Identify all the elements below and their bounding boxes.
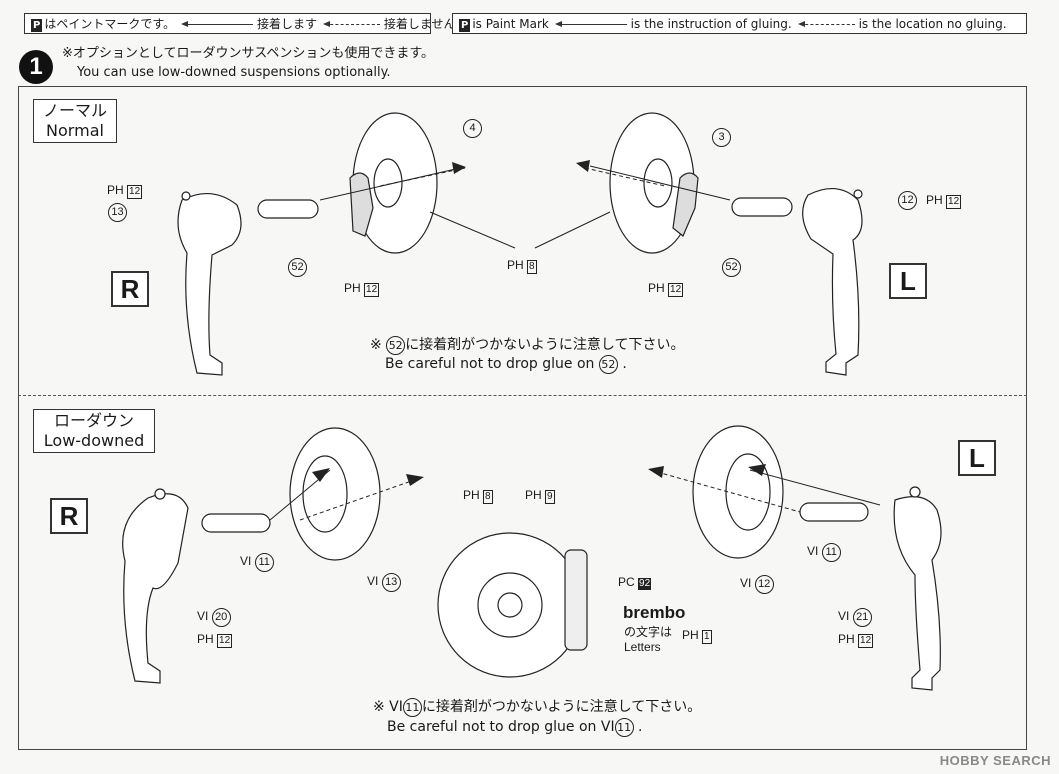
- label-part-13: 13: [108, 203, 127, 222]
- step-number: 1: [19, 50, 53, 84]
- label-vi21: VI 21: [838, 608, 872, 627]
- glue-arrow-icon: [554, 21, 627, 27]
- label-pc92: PC 92: [618, 575, 652, 590]
- watermark: HOBBY SEARCH: [939, 753, 1051, 768]
- label-vi20: VI 20: [197, 608, 231, 627]
- knuckle-right-normal: [177, 191, 319, 376]
- label-ph12-caliper-left-side: PH 12: [648, 281, 684, 297]
- paint-mark-icon: P: [31, 19, 43, 32]
- label-vi11-left: VI 11: [240, 553, 274, 572]
- label-ph12-normal-right-top: PH 12: [107, 183, 143, 199]
- label-ph12-lowdown-left: PH 12: [838, 632, 874, 648]
- rotor-left-lowdown: [692, 425, 784, 559]
- legend-noglue-text-jp: 接着しません: [383, 17, 456, 31]
- section-label-normal-en: Normal: [46, 121, 104, 140]
- legend-noglue-text-en: is the location no gluing.: [858, 17, 1007, 31]
- label-ph9: PH 9: [525, 488, 555, 504]
- label-part-4: 4: [463, 119, 482, 138]
- side-l-lowdown: L: [958, 440, 996, 476]
- legend-paint-text-jp: はペイントマークです。: [44, 17, 176, 31]
- section-divider: [18, 395, 1027, 396]
- label-ph12-normal-left-top: PH 12: [926, 193, 962, 209]
- side-r-normal: R: [111, 271, 149, 307]
- label-part-12: 12: [898, 191, 917, 210]
- label-ph8-normal: PH 8: [507, 258, 537, 274]
- label-vi11-right: VI 11: [807, 543, 841, 562]
- instruction-frame: [18, 86, 1027, 750]
- section-label-lowdown-en: Low-downed: [43, 431, 145, 450]
- no-glue-arrow-icon: [322, 21, 380, 27]
- side-r-lowdown: R: [50, 498, 88, 534]
- label-ph1: PH 1: [682, 628, 712, 644]
- section-label-normal-jp: ノーマル: [42, 101, 107, 120]
- legend-paint-text-en: is Paint Mark: [472, 17, 549, 31]
- label-ph12-caliper-right-side: PH 12: [344, 281, 380, 297]
- paint-mark-icon: P: [459, 19, 471, 32]
- step-note-jp: ※オプションとしてローダウンサスペンションも使用できます。: [62, 46, 435, 61]
- label-vi13: VI 13: [367, 573, 401, 592]
- section-label-normal: ノーマル Normal: [33, 99, 117, 143]
- no-glue-arrow-icon: [797, 21, 855, 27]
- brembo-logo: brembo: [623, 603, 686, 622]
- knuckle-left-lowdown: [799, 486, 942, 691]
- label-ph8-lowdown: PH 8: [463, 488, 493, 504]
- legend-glue-text-jp: 接着します: [256, 17, 317, 31]
- label-part-3: 3: [712, 128, 731, 147]
- knuckle-left-normal: [731, 188, 863, 376]
- label-part-52-right: 52: [722, 258, 741, 277]
- section-label-lowdown: ローダウン Low-downed: [33, 409, 155, 453]
- rotor-left-normal: [609, 112, 699, 254]
- brembo-note-en: Letters: [624, 640, 661, 654]
- knuckle-right-lowdown: [122, 488, 271, 684]
- label-ph12-lowdown-right: PH 12: [197, 632, 233, 648]
- glue-arrow-icon: [180, 21, 253, 27]
- rotor-right-lowdown: [289, 427, 381, 561]
- brembo-note-jp: の文字は: [624, 625, 673, 639]
- brembo-rotor-detail: [437, 532, 588, 678]
- legend-glue-text-en: is the instruction of gluing.: [630, 17, 792, 31]
- label-vi12: VI 12: [740, 575, 774, 594]
- step-note-en: You can use low-downed suspensions optio…: [77, 65, 391, 80]
- label-part-52-left: 52: [288, 258, 307, 277]
- side-l-normal: L: [889, 263, 927, 299]
- note-normal-en: Be careful not to drop glue on 52 .: [385, 355, 627, 374]
- section-label-lowdown-jp: ローダウン: [53, 411, 134, 430]
